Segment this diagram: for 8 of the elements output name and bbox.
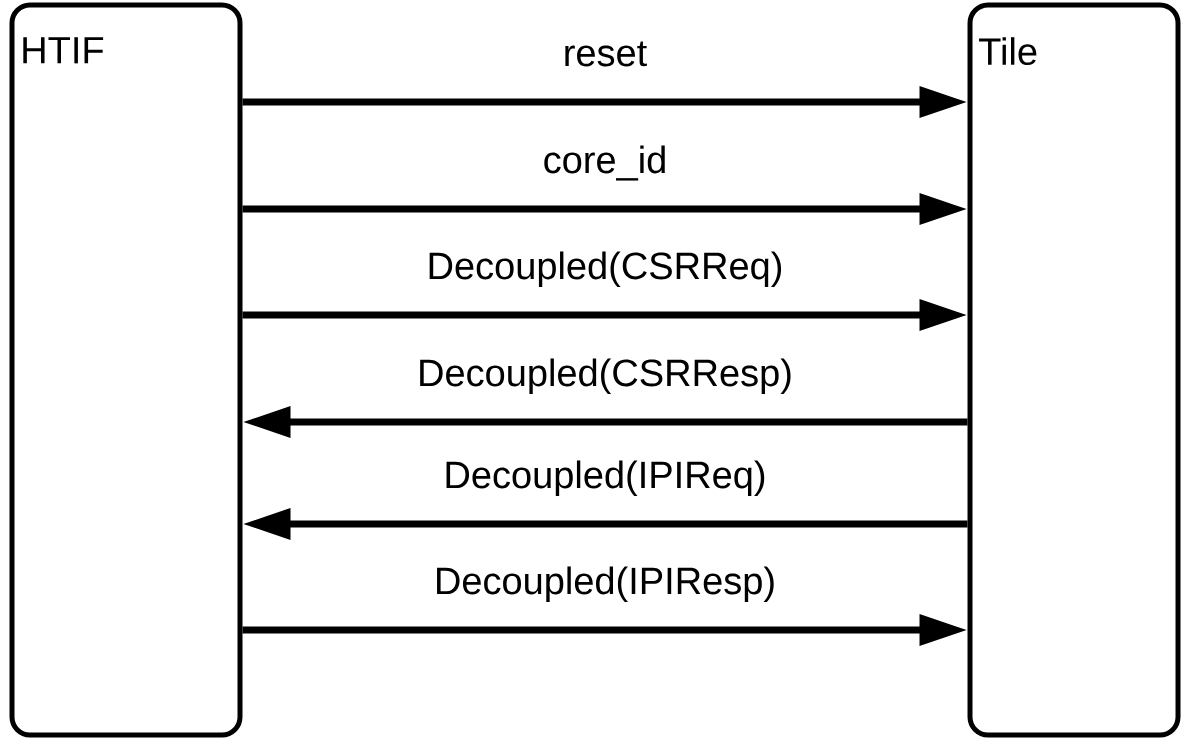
block-box: Tile — [967, 2, 1181, 738]
edge-label: Decoupled(CSRResp) — [415, 356, 795, 396]
edge-label: reset — [560, 39, 650, 69]
edge-label: core_id — [540, 143, 670, 183]
edge-label: Decoupled(IPIReq) — [441, 458, 769, 498]
edge-label: Decoupled(CSRReq) — [424, 249, 786, 289]
edge-label: Decoupled(IPIResp) — [431, 564, 779, 604]
block-box: HTIF — [9, 2, 243, 738]
